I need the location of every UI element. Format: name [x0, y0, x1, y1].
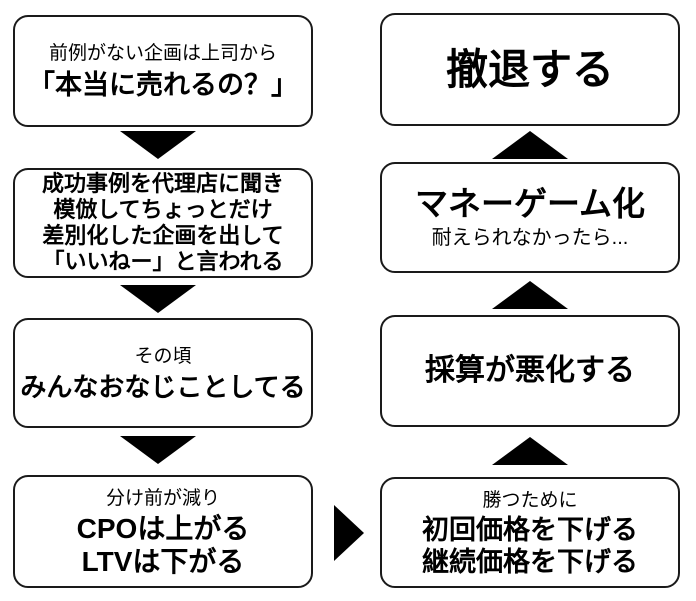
right-arrow-icon — [334, 505, 364, 561]
box-imitate-line3: 差別化した企画を出して — [42, 223, 284, 248]
box-cpo-ltv-line2: LTVは下がる — [81, 546, 245, 577]
box-imitate-line1: 成功事例を代理店に聞き — [41, 171, 284, 196]
box-lower-prices-line1: 初回価格を下げる — [422, 515, 638, 545]
box-money-game: マネーゲーム化 耐えられなかったら... — [380, 162, 680, 273]
box-money-game-subtext: 耐えられなかったら... — [431, 226, 629, 249]
up-arrow-icon — [492, 281, 568, 309]
box-unprofitable-title: 採算が悪化する — [425, 354, 635, 387]
up-arrow-icon — [492, 437, 568, 465]
up-arrow-icon — [492, 131, 568, 159]
box-imitate: 成功事例を代理店に聞き 模倣してちょっとだけ 差別化した企画を出して 「いいねー… — [13, 168, 313, 278]
box-lower-prices-subtext: 勝つために — [482, 490, 578, 511]
box-everyone-same-subtext: その頃 — [134, 345, 192, 367]
box-cpo-ltv: 分け前が減り CPOは上がる LTVは下がる — [13, 475, 313, 588]
down-arrow-icon — [120, 131, 196, 159]
box-everyone-same: その頃 みんなおなじことしてる — [13, 318, 313, 428]
box-lower-prices-line2: 継続価格を下げる — [422, 547, 638, 577]
box-cpo-ltv-line1: CPOは上がる — [76, 513, 250, 544]
box-imitate-line4: 「いいねー」と言われる — [42, 249, 284, 274]
box-cpo-ltv-subtext: 分け前が減り — [105, 488, 220, 509]
box-lower-prices: 勝つために 初回価格を下げる 継続価格を下げる — [380, 477, 680, 588]
box-proposal-title: 「本当に売れるの？」 — [28, 69, 298, 100]
box-withdraw: 撤退する — [380, 13, 680, 126]
box-unprofitable: 採算が悪化する — [380, 315, 680, 427]
down-arrow-icon — [120, 436, 196, 464]
box-withdraw-title: 撤退する — [445, 45, 614, 93]
down-arrow-icon — [120, 285, 196, 313]
box-money-game-title: マネーゲーム化 — [414, 184, 645, 222]
box-proposal-subtext: 前例がない企画は上司から — [48, 42, 277, 64]
box-proposal: 前例がない企画は上司から 「本当に売れるの？」 — [13, 15, 313, 127]
box-imitate-line2: 模倣してちょっとだけ — [53, 197, 273, 222]
box-everyone-same-title: みんなおなじことしてる — [20, 371, 306, 402]
